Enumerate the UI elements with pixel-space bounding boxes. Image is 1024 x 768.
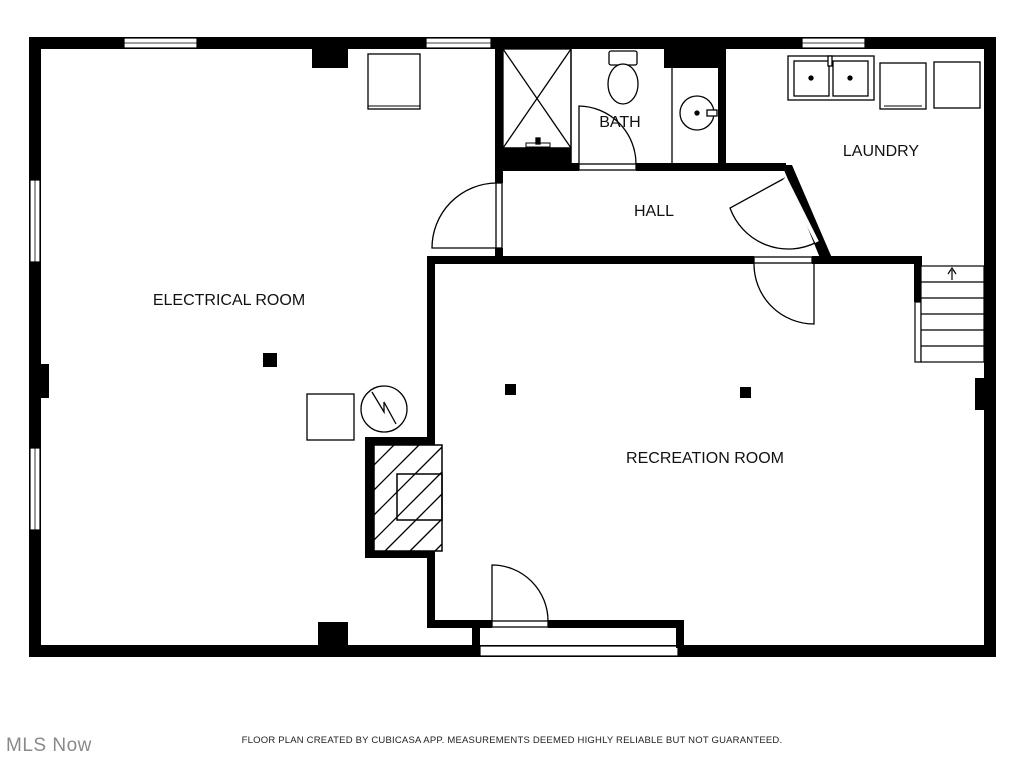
interior-walls <box>427 48 922 648</box>
toilet <box>607 50 639 105</box>
label-bath: BATH <box>599 114 640 131</box>
electrical-appliances <box>306 53 421 441</box>
sink <box>679 95 718 131</box>
door-hall-recreation <box>753 256 815 325</box>
dryer <box>933 61 981 109</box>
laundry-sink <box>787 55 875 101</box>
columns <box>263 353 751 398</box>
wall-bumps <box>40 48 985 646</box>
door-recreation-bottom <box>491 564 549 628</box>
label-hall: HALL <box>634 203 674 220</box>
door-bath <box>578 105 637 171</box>
laundry-fixtures <box>787 55 981 110</box>
door-electrical-hall <box>431 182 503 249</box>
label-laundry: LAUNDRY <box>843 143 920 160</box>
appliance-box-top <box>367 53 421 110</box>
watermark-logo: MLS Now <box>6 735 92 756</box>
stairs <box>914 265 985 363</box>
doors <box>431 105 822 628</box>
washer <box>879 62 927 110</box>
left-wall <box>29 37 41 657</box>
label-electrical-room: ELECTRICAL ROOM <box>153 292 305 309</box>
electrical-panel-box <box>306 393 355 441</box>
door-hall-laundry <box>729 175 822 250</box>
top-wall <box>29 37 996 49</box>
bath-fixtures <box>502 48 718 164</box>
window-bottom-recreation <box>479 645 679 657</box>
right-wall <box>984 37 996 657</box>
fireplace <box>365 437 443 558</box>
label-recreation-room: RECREATION ROOM <box>626 450 784 467</box>
footer-disclaimer: FLOOR PLAN CREATED BY CUBICASA APP. MEAS… <box>241 735 783 746</box>
shower <box>502 48 572 164</box>
windows <box>29 37 866 657</box>
